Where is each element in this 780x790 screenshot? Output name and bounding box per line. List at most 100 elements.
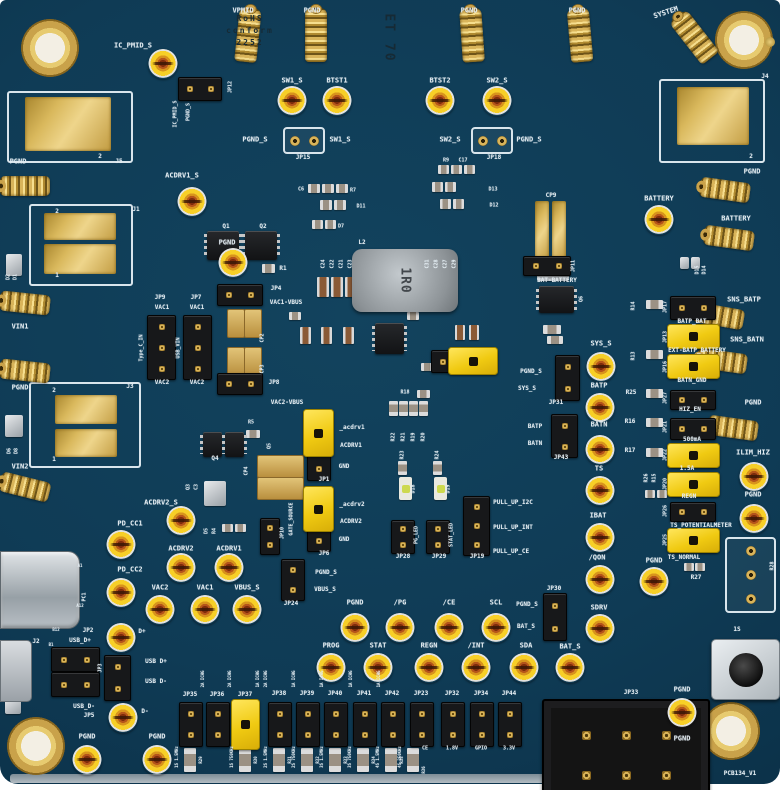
header-pin [564, 364, 571, 370]
inductor-marking: 1R0 [397, 267, 413, 294]
jumper-jp25 [667, 528, 720, 553]
silk-label: J3 [126, 383, 134, 390]
silk-label: PGND [11, 383, 29, 392]
silk-label: 2A ICHG [200, 670, 205, 688]
silk-label: JP27 [662, 391, 669, 405]
header-jp30 [543, 593, 567, 641]
silk-label: SDA [519, 641, 533, 650]
ceramic-capacitor [321, 327, 332, 344]
tp-sda [509, 653, 539, 683]
header-pin [701, 305, 707, 311]
silk-label: ACDRV2 [168, 544, 194, 553]
through-hole-pad [745, 570, 756, 580]
silk-label: C28 [433, 259, 440, 269]
header-pin [207, 86, 214, 92]
silk-label: J1 [132, 206, 140, 213]
silk-label: BATN [527, 440, 543, 447]
smd-component [691, 257, 700, 269]
header-pin [419, 710, 425, 717]
header-pin [290, 587, 296, 593]
mounting-hole [21, 19, 79, 77]
tp-pgnd-br [667, 698, 697, 728]
silk-label: TS [594, 464, 604, 473]
header-pin [248, 292, 254, 298]
smd-passive [329, 748, 341, 772]
header-pin [362, 710, 368, 717]
silk-label: JP37 [237, 691, 253, 698]
through-hole-pad [477, 135, 488, 146]
silk-label: BATN_GND [677, 377, 707, 384]
silk-label: ACDRV2 [340, 518, 362, 525]
silk-label: JP42 [384, 690, 400, 697]
tp-battery [644, 205, 674, 235]
silk-label: REGN [681, 493, 697, 500]
silk-label: D- [141, 708, 149, 715]
smd-component [204, 481, 226, 506]
silk-label: D19 [445, 484, 452, 494]
smd-passive [357, 748, 369, 772]
silk-label: BATN [590, 420, 608, 429]
silk-label: J4 [761, 73, 769, 80]
silk-label: 3S 1.5MHz [319, 746, 324, 768]
r28-pot-footprint [725, 537, 776, 613]
silk-outline [29, 204, 133, 286]
silk-label: ILIM_HIZ [736, 448, 770, 457]
silk-label: R34 [371, 756, 376, 764]
sma-pgnd-l2 [0, 358, 51, 384]
silk-label: JP12 [227, 80, 234, 94]
silk-label: GATE_SOURCE [288, 502, 295, 536]
tp-pgnd-r1 [739, 504, 769, 534]
silk-label: R19 [410, 432, 417, 442]
silk-label: SDRV [590, 603, 608, 612]
header-pin [701, 426, 707, 432]
silk-label: 2 [749, 153, 753, 160]
silk-label: USB_D- [73, 703, 95, 710]
silk-label: R18 [400, 389, 410, 396]
header-pin [552, 625, 558, 632]
smd-passive [308, 184, 320, 193]
power-inductor: 1R0 [352, 249, 458, 312]
header-pin [84, 681, 91, 688]
silk-label: C21 [338, 259, 345, 269]
smd-passive [464, 165, 475, 174]
silk-label: PULL_UP_INT [493, 524, 533, 531]
silk-label: PULL_UP_CE [492, 548, 530, 555]
jumper-jp6 [303, 486, 334, 532]
tp-dplus [106, 623, 136, 653]
header-jp8 [217, 373, 263, 395]
ic-chip [200, 432, 225, 457]
silk-outline [29, 382, 141, 468]
silk-label: PD_CC1 [117, 519, 143, 528]
silk-label: SYS_S [590, 339, 612, 348]
silk-label: VAC2 [154, 379, 170, 386]
silk-label: JP33 [623, 689, 639, 696]
silk-label: GPIO [474, 745, 488, 752]
smd-passive [239, 748, 251, 772]
silk-label: GND [338, 463, 350, 470]
tp-acdrv1 [214, 553, 244, 583]
silk-label: 2S 1.5MHz [263, 746, 268, 768]
gold-pad [677, 87, 749, 145]
header-jp44 [498, 702, 522, 747]
gold-pad [55, 429, 117, 457]
silk-label: C29 [451, 259, 458, 269]
tp-ts [585, 476, 615, 506]
silk-label: CP2 [259, 333, 266, 343]
tp-sw2-s [482, 86, 512, 116]
silk-label: JP32 [444, 690, 460, 697]
silk-label: JP43 [553, 454, 569, 461]
sma-pgnd-t1 [305, 4, 327, 62]
silk-label: IC_PMID_S [172, 100, 179, 128]
idc-pin [621, 771, 631, 781]
silk-label: TS_POTENTIALMETER [670, 522, 732, 529]
header-pin [507, 732, 513, 739]
sma-system [668, 8, 720, 66]
tp-prog [316, 653, 346, 683]
ceramic-capacitor [300, 327, 311, 344]
header-pin [679, 509, 685, 515]
header-pin [84, 656, 91, 663]
header-jp2 [51, 647, 100, 672]
silk-label: R27 [690, 574, 702, 581]
smd-passive [407, 748, 419, 772]
header-jp42 [381, 702, 405, 747]
